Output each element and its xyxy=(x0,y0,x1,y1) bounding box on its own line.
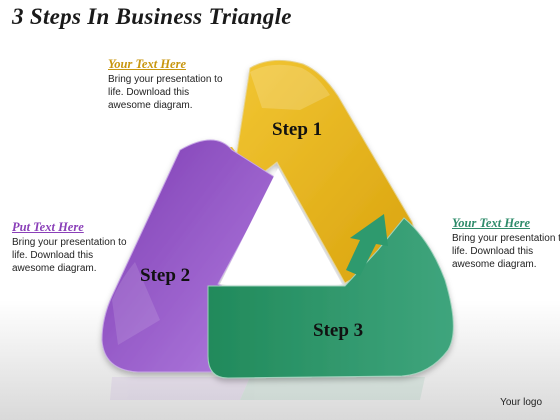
note-left: Put Text Here Bring your presentation to… xyxy=(12,220,130,275)
note-left-heading: Put Text Here xyxy=(12,220,84,234)
inner-triangle xyxy=(220,168,342,284)
logo-text: Your logo xyxy=(500,397,542,408)
note-top-body: Bring your presentation to life. Downloa… xyxy=(108,74,223,111)
note-left-body: Bring your presentation to life. Downloa… xyxy=(12,237,127,274)
step-3-arm xyxy=(207,217,454,379)
step-3-arrow xyxy=(346,214,388,276)
note-top: Your Text Here Bring your presentation t… xyxy=(108,57,226,112)
note-right-heading: Your Text Here xyxy=(452,216,531,230)
page-title: 3 Steps In Business Triangle xyxy=(12,4,292,29)
step-3-label: Step 3 xyxy=(313,320,363,341)
note-right-body: Bring your presentation to life. Downloa… xyxy=(452,233,560,270)
step-1-label: Step 1 xyxy=(272,119,322,140)
note-right: Your Text Here Bring your presentation t… xyxy=(452,216,560,271)
note-top-heading: Your Text Here xyxy=(108,57,187,71)
step-2-label: Step 2 xyxy=(140,265,190,286)
